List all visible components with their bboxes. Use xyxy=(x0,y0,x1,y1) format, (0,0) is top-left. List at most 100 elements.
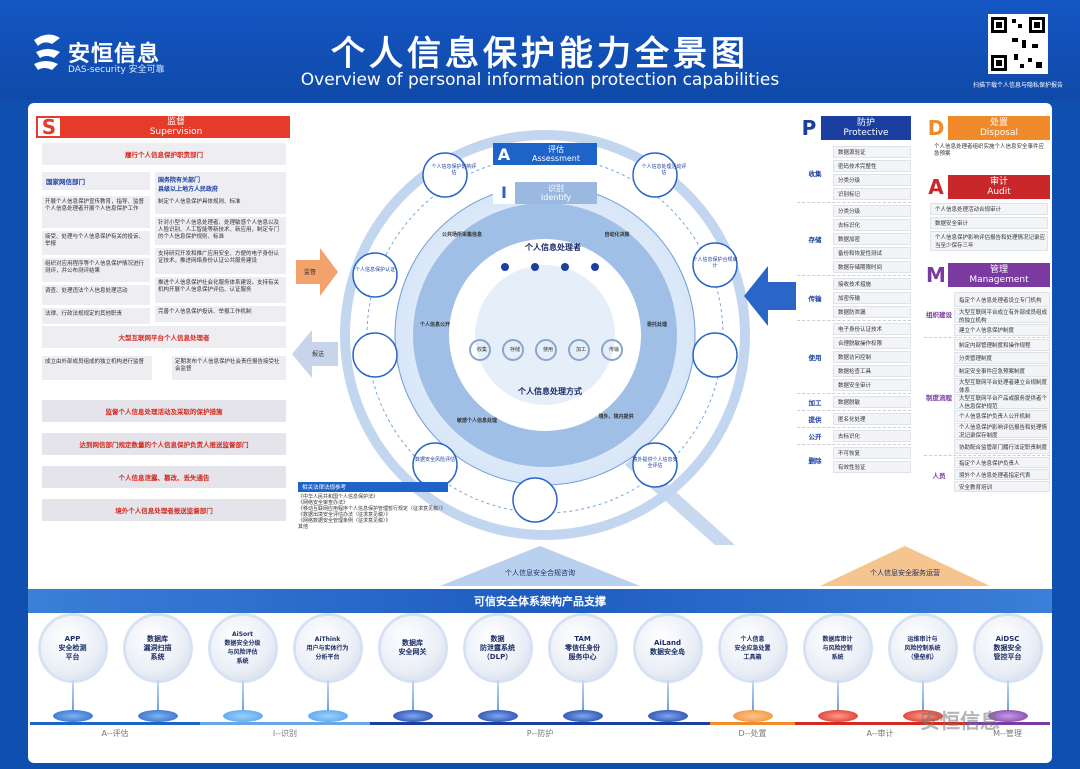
law-item: 其他 xyxy=(298,524,309,530)
management-item: 大型互联网平台处理者建立合规制度体系 xyxy=(954,378,1050,394)
product-row: APP 安全检测 平台 数据库 漏洞扫描 系统 AiSort 数据安全分级 与风… xyxy=(30,616,1050,726)
protective-item: 加密传输 xyxy=(833,292,911,304)
product-item[interactable]: TAM 零信任身份 服务中心 xyxy=(550,616,615,726)
product-item[interactable]: AiSort 数据安全分级 与风险评估 系统 xyxy=(210,616,275,726)
protective-item: 匿名化处理 xyxy=(833,413,911,425)
management-item: 境外个人信息处理者指定代表 xyxy=(954,469,1050,480)
product-item[interactable]: AiDSC 数据安全 管控平台 xyxy=(975,616,1040,726)
ring-bubble-text: 个人信息保护认证 xyxy=(354,267,395,273)
management-item: 指定个人信息处理者设立专门机构 xyxy=(954,292,1050,307)
law-item: 《移动互联网应用程序个人信息保护管理暂行规定（征求意见稿）》 xyxy=(298,506,446,512)
protective-item: 去标识化 xyxy=(833,430,911,442)
audit-title-zh: 审计 xyxy=(989,177,1008,187)
protective-item: 电子身份认证技术 xyxy=(833,323,911,335)
duty-dept-bar: 履行个人信息保护职责部门 xyxy=(42,143,286,165)
watermark: 安恒信息 xyxy=(920,709,1000,733)
product-item[interactable]: 数据库 漏洞扫描 系统 xyxy=(125,616,190,726)
management-group: 组织建设 指定个人信息处理者设立专门机构 大型互联网平台成立有外部成员组成的独立… xyxy=(924,291,1050,338)
phase-bar xyxy=(30,722,1050,725)
product-base xyxy=(647,710,688,722)
ring-bubble xyxy=(352,252,398,298)
ring-label-left: 个人信息公开 xyxy=(420,322,451,328)
ring-bubble xyxy=(422,152,468,198)
product-badge: 运维审计与 风险控制系统 （堡垒机） xyxy=(890,616,955,680)
ring-label-left: 公共场所采集信息 xyxy=(442,232,483,238)
disposal-title-en: Disposal xyxy=(979,128,1019,138)
qr-caption: 扫描下载个人信息与隐私保护报告 xyxy=(972,82,1063,89)
action-label: 收集 xyxy=(476,347,487,353)
lifecycle-diagram xyxy=(340,130,750,545)
col2-item: 制定个人信息保护具体规则、标准 xyxy=(155,196,286,214)
management-list: 组织建设 指定个人信息处理者设立专门机构 大型互联网平台成立有外部成员组成的独立… xyxy=(924,291,1050,493)
qr-code-icon[interactable] xyxy=(988,14,1048,74)
ring-bubble xyxy=(692,242,738,288)
protective-item: 数据安全审计 xyxy=(833,379,911,391)
product-item[interactable]: 运维审计与 风险控制系统 （堡垒机） xyxy=(890,616,955,726)
col1-title: 国家网信部门 xyxy=(42,172,150,190)
supervision-letter: S xyxy=(36,115,62,139)
product-base xyxy=(392,710,433,722)
management-item: 指定个人信息保护负责人 xyxy=(954,457,1050,468)
platform-bar: 大型互联网平台个人信息处理者 xyxy=(42,326,286,348)
product-badge: 数据 防泄露系统 （DLP） xyxy=(465,616,530,680)
protective-item: 有效性验证 xyxy=(833,461,911,473)
col2-list: 制定个人信息保护具体规则、标准 针对小型个人信息处理者、处理敏感个人信息以及人脸… xyxy=(155,196,286,322)
management-item: 协助配合监管部门履行法定职责制度 xyxy=(954,439,1050,454)
gear-icon xyxy=(502,339,524,361)
management-group: 制度流程 制定内部管理制度和操作规程 分类管理制度 制定安全事件应急预案制度 大… xyxy=(924,338,1050,456)
ring-bubble-text: 数据安全风险评估 xyxy=(414,457,455,463)
gear-icon xyxy=(535,339,557,361)
product-base xyxy=(137,710,178,722)
gear-icon xyxy=(568,339,590,361)
identify-zh: 识别 xyxy=(548,184,564,193)
management-title-en: Management xyxy=(969,275,1029,285)
product-item[interactable]: AiThink 用户与实体行为 分析平台 xyxy=(295,616,360,726)
product-item[interactable]: 数据库审计 与风险控制 系统 xyxy=(805,616,870,726)
consult-label: 个人信息安全合规咨询 xyxy=(505,569,575,577)
supervision-col1: 国家网信部门 xyxy=(42,172,150,190)
phase-label: M--管理 xyxy=(993,729,1022,738)
col2-item: 推进个人信息保护社会化服务体系建设，支持有关机构开展个人信息保护评估、认证服务 xyxy=(155,277,286,303)
audit-item: 个人信息处理活动合规审计 xyxy=(930,203,1048,215)
law-title: 相关法律法规参考 xyxy=(298,482,448,492)
product-badge: AiSort 数据安全分级 与风险评估 系统 xyxy=(210,616,275,680)
product-base xyxy=(52,710,93,722)
product-item[interactable]: 数据 防泄露系统 （DLP） xyxy=(465,616,530,726)
product-band-title: 可信安全体系架构产品支撑 xyxy=(28,589,1052,613)
product-item[interactable]: APP 安全检测 平台 xyxy=(40,616,105,726)
supervision-bar: 达到网信部门规定数量的个人信息保护负责人报送监督部门 xyxy=(42,433,286,455)
product-base xyxy=(562,710,603,722)
platform-item: 成立由外部成员组成的独立机构进行监督 xyxy=(42,356,152,380)
action-label: 使用 xyxy=(542,347,553,353)
das-logo-icon xyxy=(34,34,60,70)
product-item[interactable]: 个人信息 安全应急处置 工具箱 xyxy=(720,616,785,726)
product-badge: AiDSC 数据安全 管控平台 xyxy=(975,616,1040,680)
law-item: 《网络安全审查办法》 xyxy=(298,500,349,506)
page-title: 个人信息保护能力全景图 xyxy=(331,34,749,74)
management-item: 建立个人信息保护制度 xyxy=(954,324,1050,336)
phase-label: A--审计 xyxy=(866,729,894,738)
report-arrow-label: 报送 xyxy=(312,351,325,358)
protective-item: 数据防泄漏 xyxy=(833,306,911,318)
disposal-title-zh: 处置 xyxy=(989,118,1008,128)
protective-item: 数据存储期限时间 xyxy=(833,261,911,273)
law-reference: 相关法律法规参考 《中华人民共和国个人信息保护法》 《网络安全审查办法》 《移动… xyxy=(298,482,448,542)
ring-bubble-text: 个人信息保护影响评估 xyxy=(431,164,477,176)
management-group: 人员 指定个人信息保护负责人 境外个人信息处理者指定代表 安全教育培训 xyxy=(924,456,1050,493)
product-item[interactable]: AiLand 数据安全岛 xyxy=(635,616,700,726)
protective-title-en: Protective xyxy=(843,128,889,138)
product-base xyxy=(902,710,943,722)
supervision-bar: 监督个人信息处理活动及采取的保护措施 xyxy=(42,400,286,422)
protective-item: 数据访问控制 xyxy=(833,351,911,363)
phase-labels: A--评估 I--识别 P--防护 D--处置 A--审计 M--管理 xyxy=(30,728,1050,739)
law-item: 《网络数据安全管理条例（征求意见稿）》 xyxy=(298,518,391,524)
protective-item: 备份和恢复性测试 xyxy=(833,247,911,259)
management-item: 个人信息保护负责人公开机制 xyxy=(954,410,1050,422)
product-badge: 数据库 漏洞扫描 系统 xyxy=(125,616,190,680)
product-item[interactable]: 数据库 安全网关 xyxy=(380,616,445,726)
gear-icon xyxy=(601,339,623,361)
ring-bubble xyxy=(352,332,398,378)
